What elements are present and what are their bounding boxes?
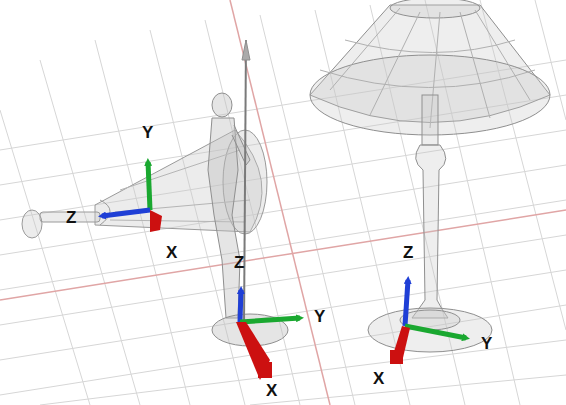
axis-label: Y bbox=[481, 335, 492, 352]
axis-gizmo bbox=[390, 280, 466, 364]
statue-figure bbox=[208, 40, 288, 346]
axis-label: Z bbox=[403, 244, 413, 261]
axis-label: X bbox=[166, 244, 177, 261]
axis-label: X bbox=[373, 370, 384, 387]
axis-label: X bbox=[266, 382, 277, 399]
axis-label: Y bbox=[314, 308, 325, 325]
lamp-standing bbox=[310, 0, 550, 352]
axis-label: Y bbox=[142, 124, 153, 141]
axis-label: Z bbox=[66, 209, 76, 226]
axis-label: Z bbox=[234, 254, 244, 271]
axis-gizmo bbox=[236, 290, 300, 380]
axis-gizmo bbox=[102, 162, 162, 232]
